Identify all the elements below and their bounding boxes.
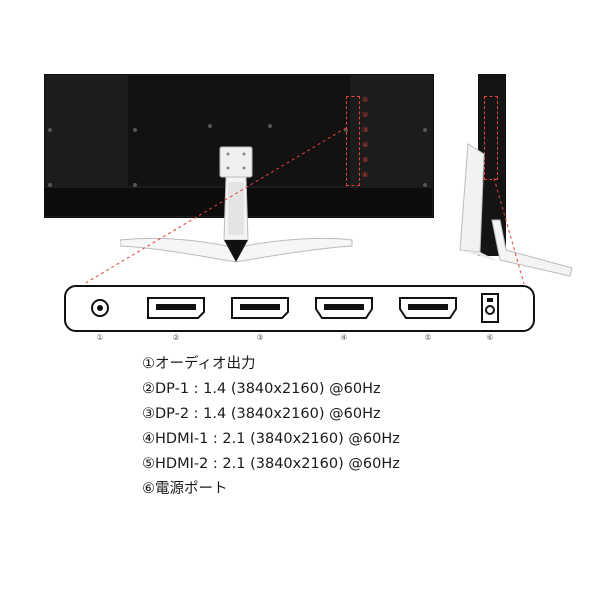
spec-item-audio-out: ①オーディオ出力 [142,356,256,372]
port-marker: ① [362,96,369,104]
port-number: ① [96,333,104,342]
port-number: ② [172,333,180,342]
screw-icon [208,124,212,128]
spec-item-dp-2: ③DP-2 : 1.4 (3840x2160) @60Hz [142,406,381,422]
hdmi-icon [315,297,373,319]
port-marker: ② [362,111,369,119]
screw-icon [48,128,52,132]
callout-leader-lines [83,127,525,285]
spec-item-hdmi-1: ④HDMI-1 : 2.1 (3840x2160) @60Hz [142,431,400,447]
port-marker: ③ [362,126,369,134]
port-marker-list: ① ② ③ ④ ⑤ ⑥ [362,96,368,186]
monitor-rear-illustration: ① ② ③ ④ ⑤ ⑥ [0,0,600,285]
screw-icon [133,128,137,132]
dc-power-icon [481,293,499,323]
displayport-icon [147,297,205,319]
port-marker: ④ [362,141,369,149]
monitor-stand-side [459,143,573,277]
screw-icon [268,124,272,128]
port-number: ④ [340,333,348,342]
displayport-icon [231,297,289,319]
hdmi-icon [399,297,457,319]
port-marker: ⑤ [362,156,369,164]
port-number: ⑥ [486,333,494,342]
screw-icon [423,128,427,132]
monitor-stand-rear [120,146,353,263]
spec-item-power-port: ⑥電源ポート [142,481,228,497]
screw-icon [423,183,427,187]
screw-icon [133,183,137,187]
spec-item-hdmi-2: ⑤HDMI-2 : 2.1 (3840x2160) @60Hz [142,456,400,472]
audio-jack-icon [91,299,109,317]
connector-icons [91,293,499,323]
port-location-highlight [346,96,360,186]
spec-item-dp-1: ②DP-1 : 1.4 (3840x2160) @60Hz [142,381,381,397]
port-number: ③ [256,333,264,342]
screw-icon [48,183,52,187]
port-spec-list: ①オーディオ出力 ②DP-1 : 1.4 (3840x2160) @60Hz ③… [142,352,400,502]
side-port-highlight [484,96,498,180]
port-marker: ⑥ [362,171,369,179]
port-number: ⑤ [424,333,432,342]
